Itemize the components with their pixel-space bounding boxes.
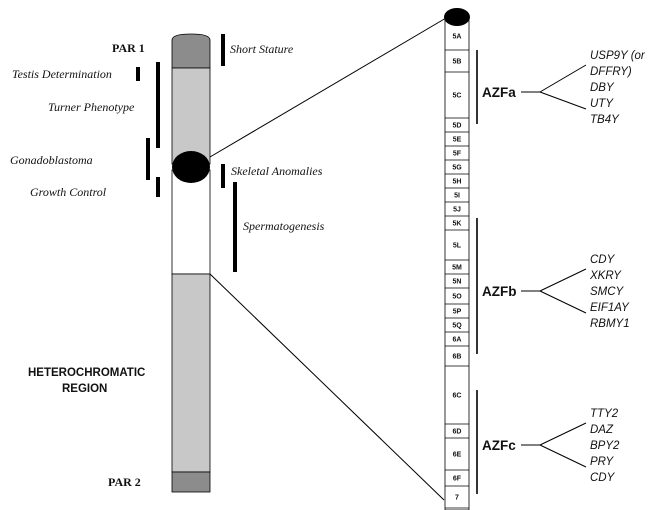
skeletal-anomalies-label: Skeletal Anomalies [231, 164, 323, 178]
band-label: 5A [453, 34, 462, 41]
band-label: 5E [453, 137, 462, 144]
spermatogenesis-label: Spermatogenesis [243, 219, 325, 233]
azf-label: AZFc [482, 438, 516, 453]
band-column-outline [444, 19, 470, 510]
band-label: 5L [453, 243, 462, 250]
azf-fork-line [539, 268, 587, 292]
band-column: 5A 5B 5C 5D 5E 5F 5G 5H 5I 5J 5K 5L 5M 5N 5O 5P 5Q 6A 6B 6C… [444, 19, 470, 510]
azf-fork-line [539, 422, 587, 446]
azf-region-azfb: AZFb CDY XKRY SMCY EIF1AY RBMY1 [476, 218, 630, 354]
band-column-centromere [444, 8, 470, 26]
band-label: 6F [453, 476, 462, 483]
band-label: 5K [453, 221, 462, 228]
band-label: 6B [453, 354, 462, 361]
gene-label: USP9Y (or [590, 50, 646, 62]
band-label: 5J [453, 207, 461, 214]
band-label: 5G [452, 165, 462, 172]
skeletal-anomalies-bar [221, 164, 225, 188]
gonadoblastoma-bar [146, 138, 150, 180]
chromosome [171, 33, 211, 493]
short-arm-segment [171, 67, 211, 165]
azf-label: AZFb [482, 284, 517, 299]
heterochromatic-segment [171, 273, 211, 473]
band-label: 5I [454, 193, 460, 200]
band-label: 7 [455, 495, 459, 502]
band-label: 5D [453, 123, 462, 130]
expansion-line-bottom [209, 273, 445, 501]
azf-fork-line [539, 91, 587, 110]
heterochromatic-label-line2: REGION [62, 383, 107, 395]
spermatogenesis-bar [233, 182, 237, 272]
gene-label: CDY [590, 472, 616, 484]
gene-label: DAZ [590, 424, 614, 436]
gene-label: DFFRY) [590, 66, 632, 78]
azf-fork-line [539, 290, 587, 314]
band-label: 6A [453, 337, 462, 344]
band-label: 5O [452, 294, 462, 301]
band-label: 6D [453, 429, 462, 436]
turner-phenotype-label: Turner Phenotype [48, 100, 135, 114]
short-stature-label: Short Stature [230, 42, 294, 56]
gene-label: EIF1AY [590, 302, 630, 314]
par1-segment [171, 33, 211, 69]
azf-fork-line [539, 444, 587, 468]
turner-phenotype-bar [156, 62, 160, 148]
testis-determination-bar [136, 67, 140, 81]
gonadoblastoma-label: Gonadoblastoma [10, 153, 93, 167]
long-arm-euchromatin [171, 169, 211, 275]
growth-control-label: Growth Control [30, 185, 107, 199]
band-label: 5B [453, 59, 462, 66]
band-label: 5M [452, 265, 462, 272]
gene-label: UTY [590, 98, 614, 110]
gene-label: BPY2 [590, 440, 620, 452]
gene-label: PRY [590, 456, 615, 468]
gene-label: SMCY [590, 286, 625, 298]
gene-label: XKRY [589, 270, 622, 282]
band-label: 5P [453, 309, 462, 316]
band-label: 5Q [452, 323, 462, 330]
par2-label: PAR 2 [108, 475, 141, 489]
band-label: 5F [453, 151, 462, 158]
testis-determination-label: Testis Determination [12, 67, 112, 81]
band-label: 6E [453, 452, 462, 459]
growth-control-bar [156, 177, 160, 197]
gene-label: CDY [590, 254, 616, 266]
band-label: 5H [453, 179, 462, 186]
band-label: 5N [453, 279, 462, 286]
gene-label: DBY [590, 82, 615, 94]
heterochromatic-label-line1: HETEROCHROMATIC [28, 367, 145, 379]
azf-label: AZFa [482, 85, 516, 100]
gene-label: TTY2 [590, 408, 619, 420]
centromere [172, 151, 210, 183]
azf-fork-line [539, 64, 587, 93]
gene-label: TB4Y [590, 114, 620, 126]
gene-label: RBMY1 [590, 318, 630, 330]
par2-segment [171, 471, 211, 493]
par1-label: PAR 1 [112, 41, 145, 55]
band-label: 6C [453, 393, 462, 400]
expansion-line-top [209, 17, 447, 158]
short-stature-bar [221, 34, 225, 66]
band-label: 5C [453, 93, 462, 100]
